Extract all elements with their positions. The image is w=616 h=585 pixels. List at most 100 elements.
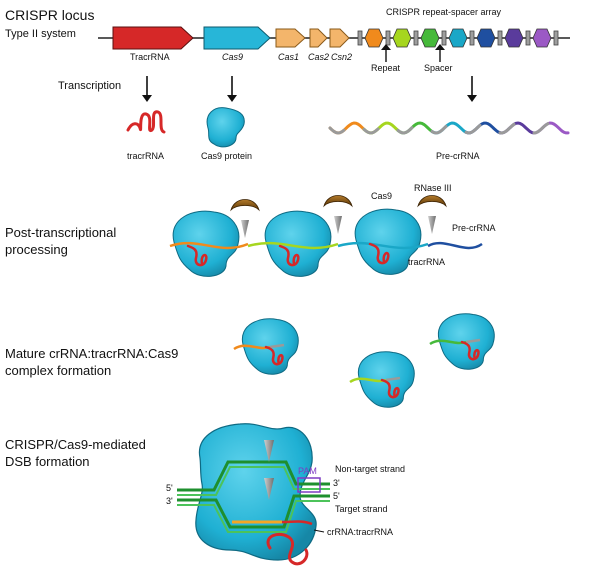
precrrna-product-label: Pre-crRNA	[436, 151, 480, 161]
tracrrna-gene	[112, 26, 194, 50]
precrrna-repeat-segment	[464, 123, 482, 135]
csn2-gene	[329, 28, 350, 48]
dna-top-strand-a	[177, 460, 330, 492]
non-target-strand-label: Non-target strand	[335, 464, 406, 474]
repeat-element	[469, 30, 475, 46]
spacer-element	[532, 28, 552, 48]
dsb-5prime-right: 5'	[333, 491, 340, 501]
spacer-element	[504, 28, 524, 48]
cas1-gene-label: Cas1	[278, 52, 300, 62]
array-label: CRISPR repeat-spacer array	[386, 7, 502, 17]
spacer-element	[448, 28, 468, 48]
cas9-gene-label: Cas9	[222, 52, 244, 62]
dsb-tracrrna	[281, 520, 313, 526]
dna-bottom-strand-a	[177, 494, 330, 529]
rnase-iii	[230, 199, 260, 212]
dna-top-strand-b	[177, 466, 330, 496]
spacer-element	[420, 28, 440, 48]
rnase-iii	[323, 195, 353, 208]
precrrna-repeat-segment	[532, 122, 550, 135]
processing-cas9-complex	[172, 210, 240, 277]
processing-precrrna-label: Pre-crRNA	[452, 223, 496, 233]
repeat-element	[553, 30, 559, 46]
pam-box	[297, 477, 321, 493]
mature-repeat	[465, 338, 481, 344]
tracrrna-gene-label: TracrRNA	[130, 52, 170, 62]
guide-label: crRNA:tracrRNA	[327, 527, 394, 537]
step-complex-line2: complex formation	[5, 363, 112, 378]
transcription-arrow-array-head	[467, 95, 477, 102]
processing-complexes	[169, 195, 483, 277]
dsb-5prime-left: 5'	[166, 483, 173, 493]
step-dsb-title: CRISPR/Cas9-mediated DSB formation	[5, 436, 146, 470]
mature-tracrrna	[264, 345, 284, 366]
step-processing-line1: Post-transcriptional	[5, 225, 117, 240]
locus-subtitle: Type II system	[5, 28, 76, 40]
spacer-element	[476, 28, 496, 48]
precrrna-wave	[328, 121, 570, 135]
processing-tracrrna	[278, 244, 300, 267]
locus-title: CRISPR locus	[5, 7, 95, 23]
step-processing-title: Post-transcriptional processing	[5, 224, 116, 258]
spacer-label: Spacer	[424, 63, 453, 73]
precrrna-repeat-segment	[362, 127, 380, 135]
mature-complexes	[233, 313, 495, 408]
dsb-cas9	[195, 423, 317, 561]
repeat-element	[385, 30, 391, 46]
rnase-label: RNase III	[414, 183, 452, 193]
processing-cas9-complex	[354, 208, 422, 275]
processing-tracrrna-label: tracrRNA	[408, 257, 446, 267]
cut-marker-top	[264, 440, 274, 462]
mature-repeat	[385, 376, 401, 382]
precrrna-repeat-segment	[328, 126, 346, 135]
guide-pointer	[313, 529, 325, 533]
mature-repeat	[269, 343, 285, 349]
repeat-element	[413, 30, 419, 46]
step-dsb-line2: DSB formation	[5, 454, 90, 469]
spacer-element	[364, 28, 384, 48]
precrrna-repeat-segment	[498, 122, 516, 135]
repeat-element	[441, 30, 447, 46]
transcription-arrow-tracr-head	[142, 95, 152, 102]
dsb-3prime-right: 3'	[333, 478, 340, 488]
step-complex-line1: Mature crRNA:tracrRNA:Cas9	[5, 346, 179, 361]
transcription-arrow-cas9-head	[227, 95, 237, 102]
cut-marker-bottom	[264, 478, 274, 500]
repeat-element	[497, 30, 503, 46]
tracrrna-product	[126, 110, 166, 134]
cas2-gene	[309, 28, 328, 48]
mature-tracrrna	[380, 378, 400, 399]
cleavage-marker	[241, 220, 249, 238]
processing-precrrna-segment	[169, 241, 249, 250]
processing-cas9-label: Cas9	[371, 191, 393, 201]
step-processing-line2: processing	[5, 242, 68, 257]
processing-precrrna-segment	[247, 241, 339, 250]
repeat-pointer-head	[381, 44, 391, 50]
cleavage-marker	[428, 216, 436, 234]
dna-bottom-strand-b	[177, 500, 330, 533]
precrrna-repeat-segment	[396, 126, 414, 135]
cas9-protein	[206, 107, 245, 148]
rnase-iii	[417, 195, 447, 208]
target-strand-label: Target strand	[335, 504, 388, 514]
step-complex-title: Mature crRNA:tracrRNA:Cas9 complex forma…	[5, 345, 178, 379]
cas9-product-label: Cas9 protein	[201, 151, 253, 161]
repeat-spacer-array	[357, 28, 559, 48]
transcription-label: Transcription	[58, 80, 122, 92]
processing-precrrna-segment	[337, 241, 429, 250]
cleavage-marker	[334, 216, 342, 234]
repeat-element	[525, 30, 531, 46]
dsb-3prime-left: 3'	[166, 496, 173, 506]
mature-tracrrna	[460, 340, 480, 361]
cas2-gene-label: Cas2	[308, 52, 330, 62]
dsb-tracrrna-loop	[266, 532, 309, 566]
repeat-element	[357, 30, 363, 46]
pam-label: PAM	[298, 466, 317, 476]
spacer-pointer-head	[435, 44, 445, 50]
processing-cas9-complex	[264, 210, 332, 277]
spacer-element	[392, 28, 412, 48]
processing-tracrrna	[186, 244, 208, 267]
precrrna-repeat-segment	[430, 124, 448, 135]
csn2-gene-label: Csn2	[331, 52, 353, 62]
